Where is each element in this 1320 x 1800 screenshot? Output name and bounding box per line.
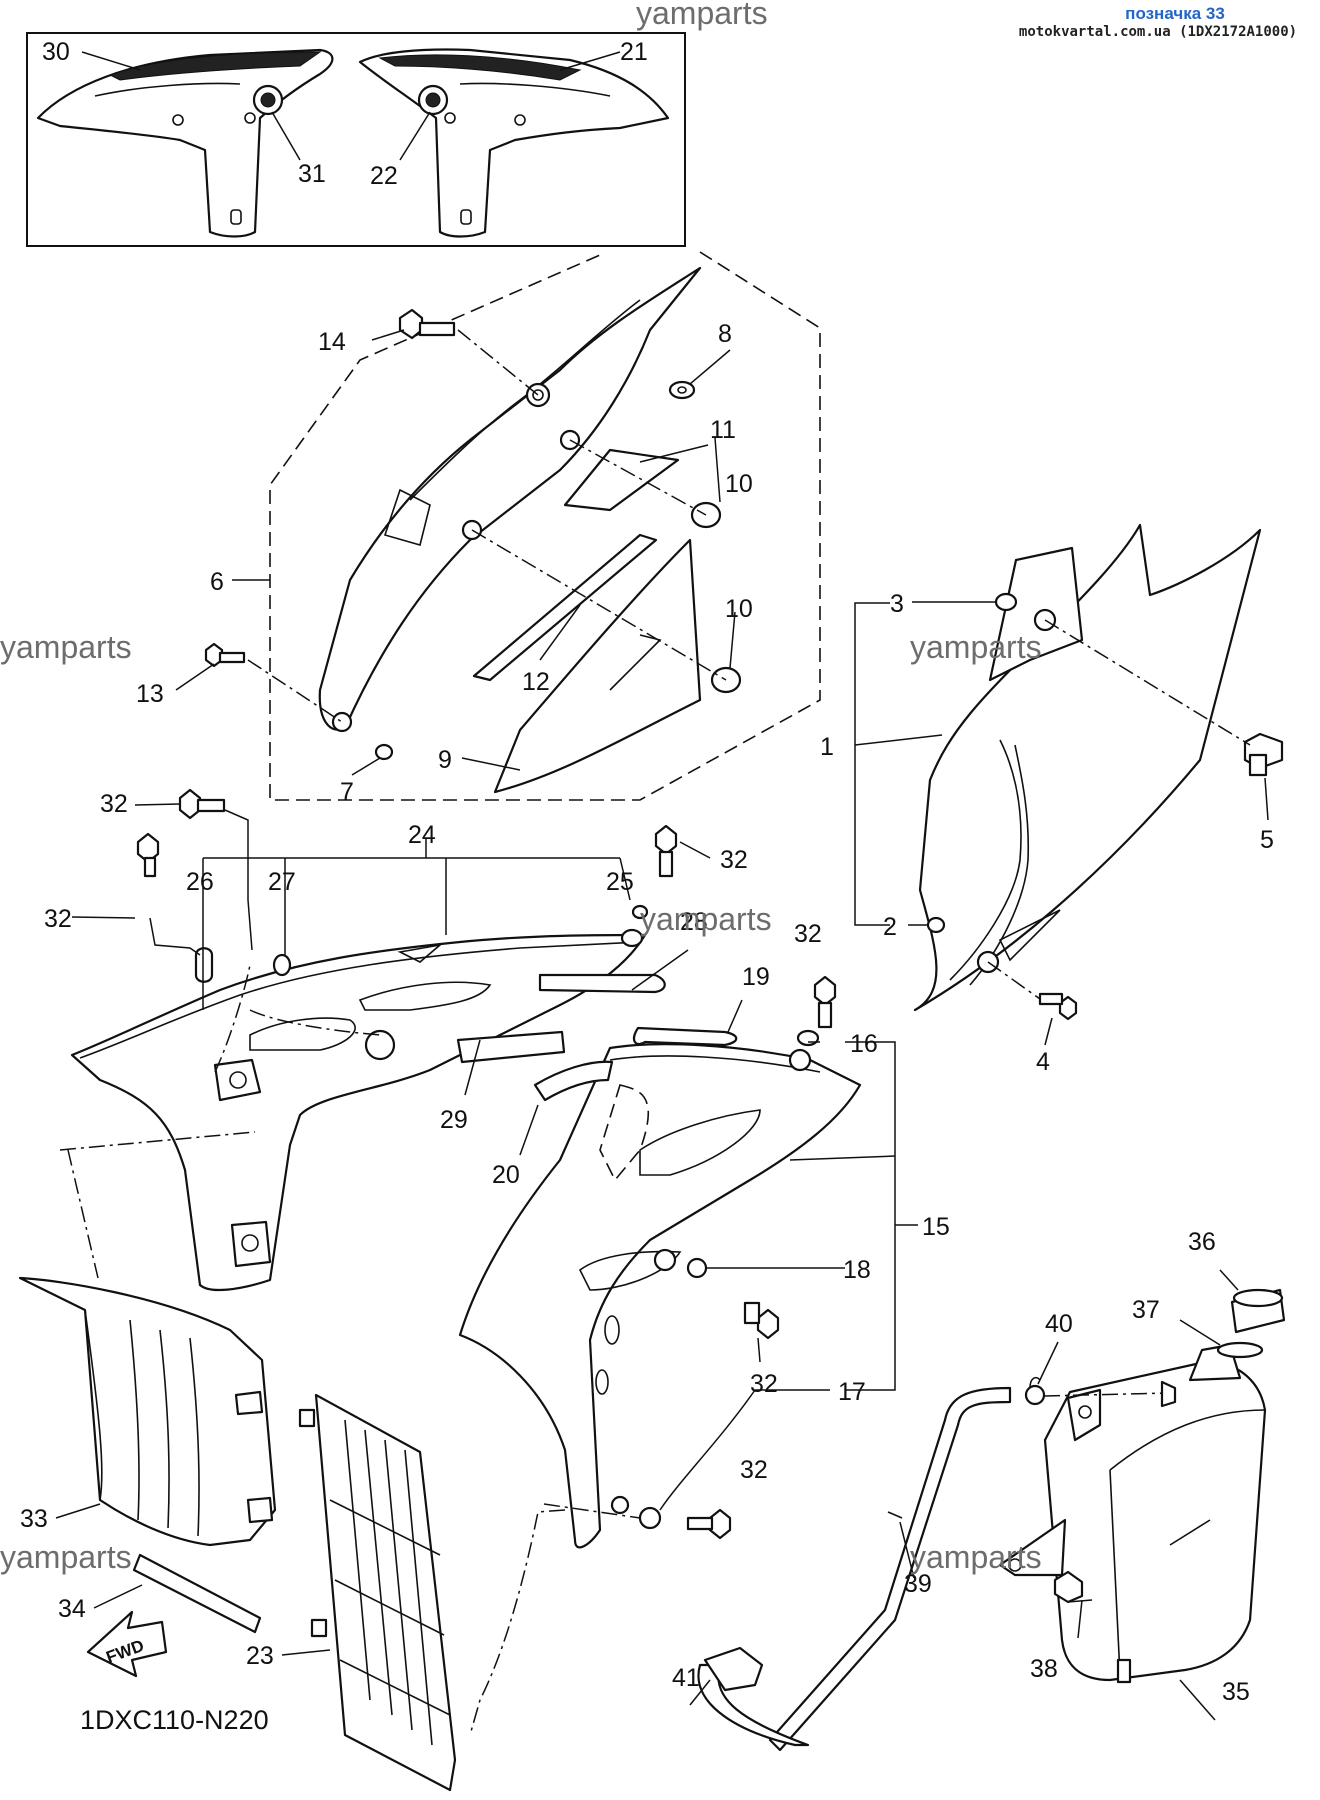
- callout-32a: 32: [100, 790, 128, 818]
- header-source: motokvartal.com.ua (1DX2172A1000): [1018, 24, 1298, 40]
- watermark-top: yamparts: [636, 0, 768, 31]
- header-label: позначка 33: [1125, 4, 1225, 23]
- callout-34: 34: [58, 1595, 86, 1623]
- watermark-bottom-right: yamparts: [910, 1539, 1042, 1575]
- part-38-bolt: [1053, 1570, 1084, 1604]
- hardware-group-15: [519, 975, 918, 1540]
- callout-3: 3: [890, 590, 904, 618]
- callout-13: 13: [136, 680, 164, 708]
- watermark-mid-right: yamparts: [910, 629, 1042, 665]
- callout-35: 35: [1222, 1678, 1250, 1706]
- callout-12: 12: [522, 668, 550, 696]
- part-15-shroud-right: [458, 1043, 862, 1549]
- callout-38: 38: [1030, 1655, 1058, 1683]
- callout-31: 31: [298, 160, 326, 188]
- part-24-shroud-left: [70, 933, 647, 1292]
- callout-17: 17: [838, 1378, 866, 1406]
- callout-11: 11: [710, 416, 736, 444]
- part-34-strip: [132, 1553, 262, 1634]
- callout-14: 14: [318, 328, 346, 356]
- hardware-group-1: [854, 592, 1284, 1046]
- part-36-cap: [1230, 1288, 1286, 1334]
- callout-20: 20: [492, 1161, 520, 1189]
- callout-30: 30: [42, 38, 70, 66]
- fwd-arrow-icon: FWD: [86, 1610, 168, 1678]
- part-29-foam: [456, 1030, 566, 1064]
- callout-32f: 32: [740, 1456, 768, 1484]
- guide-line: [67, 1149, 99, 1279]
- part-37-ring: [1216, 1341, 1264, 1359]
- callout-19: 19: [742, 963, 770, 991]
- callout-39: 39: [904, 1570, 932, 1598]
- callout-21: 21: [620, 38, 648, 66]
- part-11-pad: [563, 448, 680, 512]
- callout-33: 33: [20, 1505, 48, 1533]
- callout-32d: 32: [794, 920, 822, 948]
- part-39-hose: [768, 1386, 1012, 1752]
- callout-5: 5: [1260, 826, 1274, 854]
- callout-2: 2: [883, 913, 897, 941]
- part-28-strip: [538, 973, 666, 994]
- callout-22: 22: [370, 162, 398, 190]
- watermarks: yamparts yamparts yamparts yamparts yamp…: [0, 0, 1042, 1575]
- part-19-strip: [632, 1026, 738, 1047]
- callout-23: 23: [246, 1642, 274, 1670]
- callouts: 30 21 31 22 14 8 11 10 6 10 12 13 9 7 3 …: [20, 38, 1274, 1706]
- hardware-group-35: [689, 1269, 1239, 1721]
- part-12-tape: [472, 533, 658, 682]
- part-23-grill: [298, 1393, 457, 1792]
- part-33-radiator-guard: [18, 1276, 277, 1547]
- guide-line-2: [469, 1509, 566, 1736]
- part-6-inner-cover: [318, 266, 702, 733]
- callout-29: 29: [440, 1106, 468, 1134]
- hardware-group-6: [175, 308, 742, 776]
- callout-32e: 32: [750, 1370, 778, 1398]
- hardware-group-24: [71, 788, 711, 1096]
- callout-28: 28: [680, 908, 708, 936]
- callout-4: 4: [1036, 1048, 1050, 1076]
- callout-27: 27: [268, 868, 296, 896]
- watermark-bottom-left: yamparts: [0, 1539, 132, 1575]
- callout-6: 6: [210, 568, 224, 596]
- watermark-left: yamparts: [0, 629, 132, 665]
- part-41-band: [697, 1663, 810, 1747]
- callout-40: 40: [1045, 1310, 1073, 1338]
- callout-7: 7: [340, 778, 354, 806]
- hose-mark: [887, 1511, 903, 1519]
- part-41-clip: [703, 1646, 764, 1692]
- group-6-outline: [269, 251, 821, 801]
- callout-26: 26: [186, 868, 214, 896]
- callout-32b: 32: [720, 846, 748, 874]
- callout-15: 15: [922, 1213, 950, 1241]
- part-9-plate: [493, 538, 702, 794]
- callout-37: 37: [1132, 1296, 1160, 1324]
- callout-8: 8: [718, 320, 732, 348]
- callout-25: 25: [606, 868, 634, 896]
- callout-16: 16: [850, 1030, 878, 1058]
- decal-inset: [26, 32, 686, 247]
- callout-9: 9: [438, 746, 452, 774]
- part-1-side-cover: [913, 523, 1262, 1012]
- guide-line-3: [59, 1131, 256, 1151]
- part-20-foam: [533, 1060, 614, 1102]
- diagram-code: 1DXC110-N220: [80, 1705, 269, 1735]
- callout-18: 18: [843, 1256, 871, 1284]
- callout-10a: 10: [725, 470, 753, 498]
- callout-41: 41: [672, 1664, 700, 1692]
- part-40-clamp: [1024, 1376, 1046, 1406]
- watermark-center: yamparts: [640, 901, 772, 937]
- callout-10b: 10: [725, 595, 753, 623]
- callout-36: 36: [1188, 1228, 1216, 1256]
- callout-24: 24: [408, 821, 436, 849]
- callout-32c: 32: [44, 905, 72, 933]
- callout-1: 1: [820, 733, 834, 761]
